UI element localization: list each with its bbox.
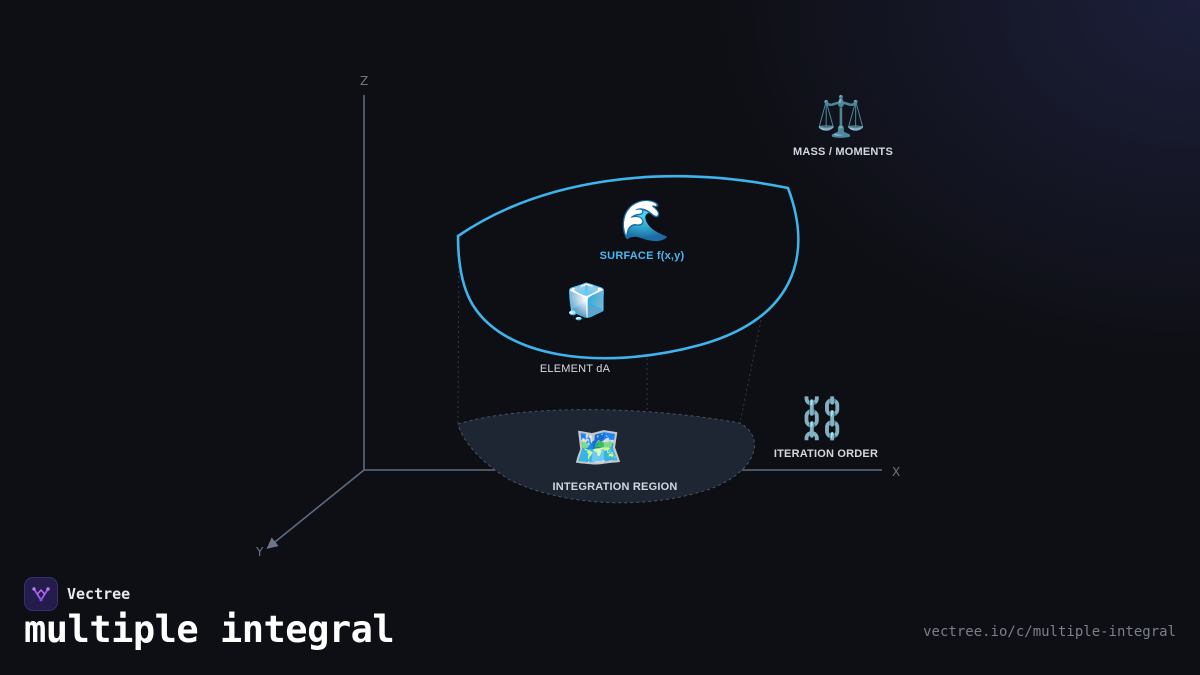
projection-guide-left (457, 235, 460, 425)
y-axis (266, 469, 365, 549)
map-icon: 🗺️ (573, 425, 623, 471)
chain-link-icon: ⛓️ (797, 395, 847, 442)
x-axis-label: X (892, 465, 900, 479)
element-label: ELEMENT dA (540, 363, 611, 375)
balance-scale-icon: ⚖️ (816, 93, 866, 140)
ice-cube-icon: 🧊 (566, 282, 608, 322)
water-wave-icon: 🌊 (620, 197, 670, 244)
brand-name: Vectree (67, 585, 131, 603)
integration-region-label: INTEGRATION REGION (552, 481, 677, 493)
brand: Vectree (24, 577, 130, 611)
mass-moments-label: MASS / MOMENTS (793, 146, 893, 158)
page-title: multiple integral (24, 608, 395, 651)
page-url[interactable]: vectree.io/c/multiple-integral (923, 624, 1176, 640)
iteration-order-label: ITERATION ORDER (774, 448, 878, 460)
integration-region-shape (457, 409, 756, 504)
z-axis-label: Z (360, 74, 368, 88)
vectree-logo-icon (24, 577, 58, 611)
y-axis-label: Y (255, 545, 264, 559)
surface-shape (456, 175, 800, 360)
surface-label: SURFACE f(x,y) (600, 250, 685, 262)
